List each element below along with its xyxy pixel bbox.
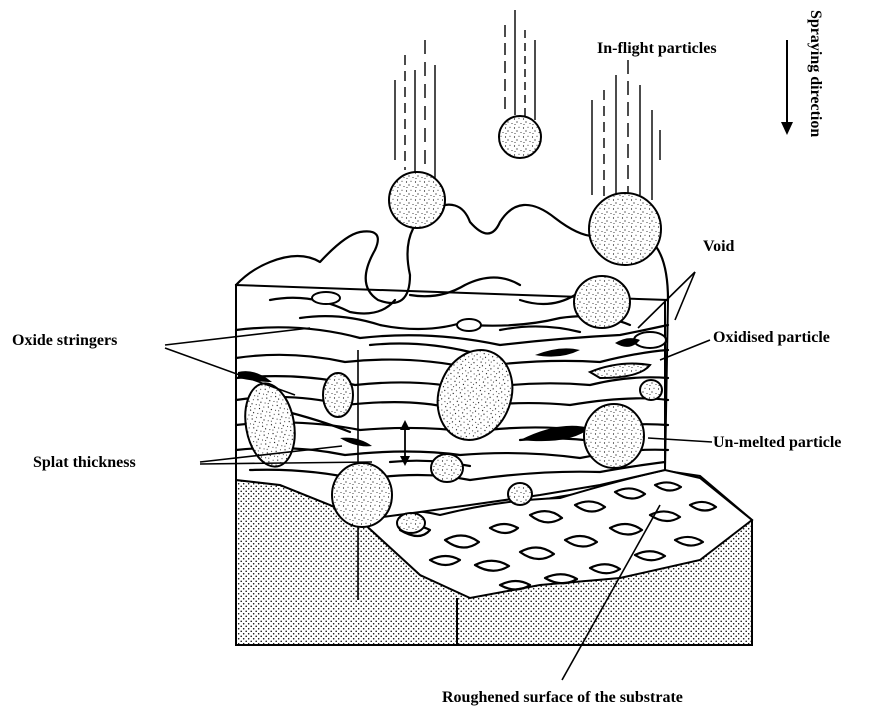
label-unmelted-particle: Un-melted particle: [713, 434, 841, 451]
label-oxide-stringers: Oxide stringers: [12, 332, 117, 349]
label-oxidised-particle: Oxidised particle: [713, 329, 830, 346]
label-void: Void: [703, 238, 735, 255]
in-flight-particle-left: [389, 172, 445, 228]
in-flight-particle-right: [589, 193, 661, 265]
label-splat-thickness: Splat thickness: [33, 454, 136, 471]
label-substrate-surface: Roughened surface of the substrate: [442, 689, 683, 706]
label-in-flight-particles: In-flight particles: [597, 40, 717, 57]
in-flight-particle-middle: [499, 116, 541, 158]
spraying-direction-arrow: [781, 40, 793, 135]
label-spraying-direction: Spraying direction: [807, 10, 824, 137]
